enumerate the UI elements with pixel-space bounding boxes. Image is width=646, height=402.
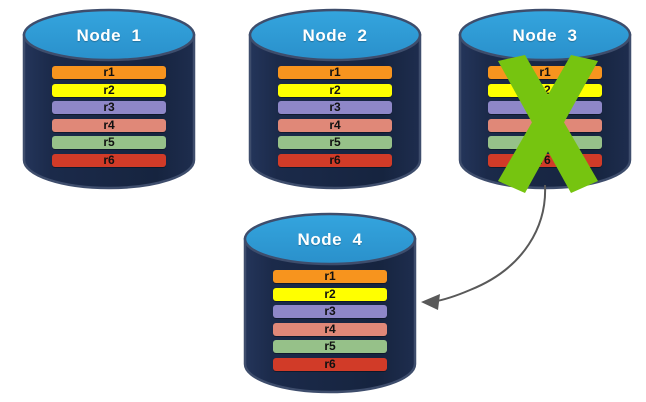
node-4-row-r6[interactable]: r6 [273, 357, 387, 371]
node-4-row-r2[interactable]: r2 [273, 287, 387, 301]
node-4-row-r1[interactable]: r1 [273, 270, 387, 283]
node-2-row-r5[interactable]: r5 [278, 136, 392, 149]
node-1-row-r3[interactable]: r3 [52, 101, 166, 114]
node-1-row-r4[interactable]: r4 [52, 118, 166, 132]
node-1-row-r1[interactable]: r1 [52, 66, 166, 79]
node-2-row-r1[interactable]: r1 [278, 66, 392, 79]
node-2-rows: r1 r2 r3 r4 r5 r6 [278, 66, 392, 167]
node-4-row-r3[interactable]: r3 [273, 305, 387, 318]
node-4[interactable]: Node 4 r1 r2 r3 r4 r5 r6 [243, 212, 417, 394]
node-2-row-r2[interactable]: r2 [278, 83, 392, 97]
node-4-rows: r1 r2 r3 r4 r5 r6 [273, 270, 387, 371]
node-2-row-r3[interactable]: r3 [278, 101, 392, 114]
node-1-row-r5[interactable]: r5 [52, 136, 166, 149]
node-1-row-r6[interactable]: r6 [52, 153, 166, 167]
node-4-row-r5[interactable]: r5 [273, 340, 387, 353]
node-4-row-r4[interactable]: r4 [273, 322, 387, 336]
node-2-row-r4[interactable]: r4 [278, 118, 392, 132]
node-2[interactable]: Node 2 r1 r2 r3 r4 r5 r6 [248, 8, 422, 190]
node-1-row-r2[interactable]: r2 [52, 83, 166, 97]
node-1-rows: r1 r2 r3 r4 r5 r6 [52, 66, 166, 167]
node-2-row-r6[interactable]: r6 [278, 153, 392, 167]
node-1[interactable]: Node 1 r1 r2 r3 r4 r5 r6 [22, 8, 196, 190]
